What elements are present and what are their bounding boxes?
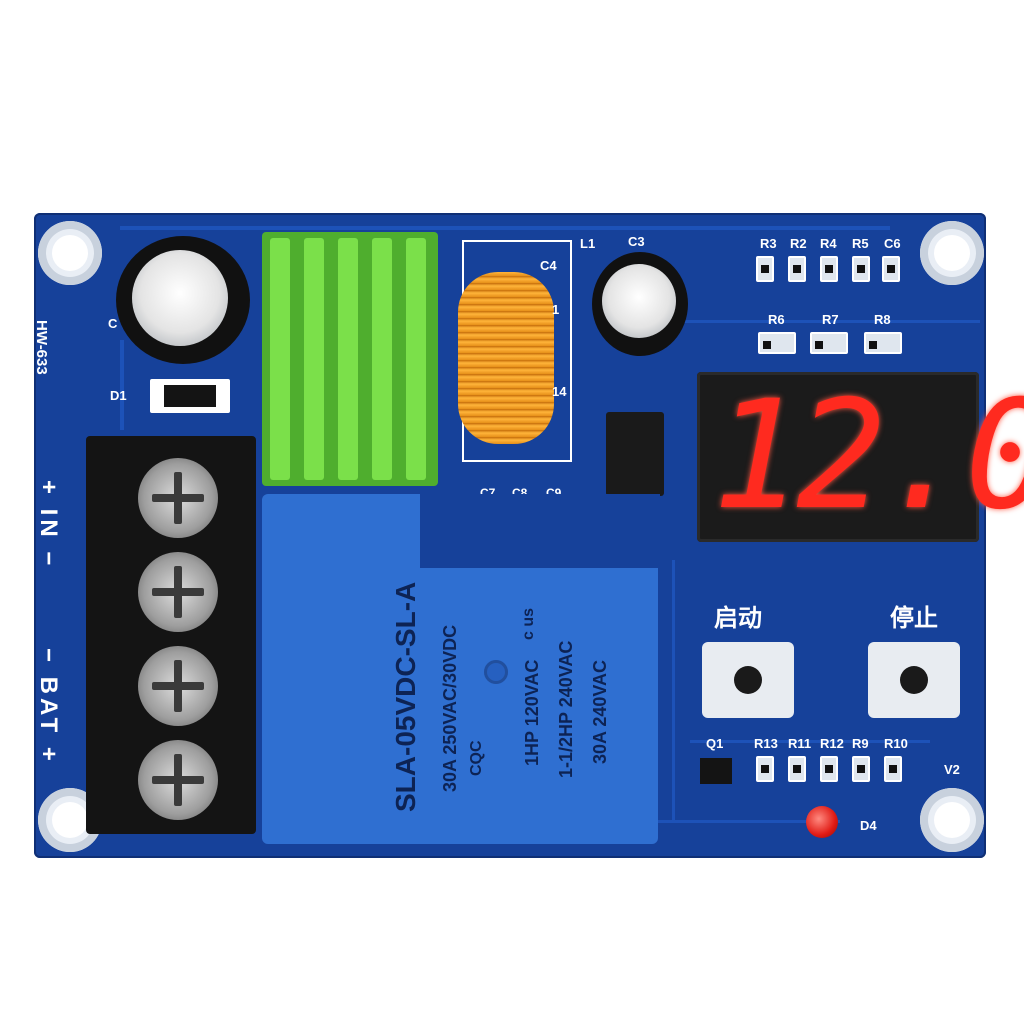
r13-label: R13 (754, 736, 778, 751)
smd-r12 (820, 756, 838, 782)
smd-r8 (864, 332, 902, 354)
terminal-screw[interactable] (138, 552, 218, 632)
electrolytic-capacitor-c3 (592, 252, 688, 356)
relay-line4: 30A 240VAC (590, 659, 610, 764)
c6-label: C6 (884, 236, 901, 251)
bat-terminal-label: − BAT + (35, 648, 62, 765)
trace (120, 226, 890, 230)
smd-r6 (758, 332, 796, 354)
r12-label: R12 (820, 736, 844, 751)
smd-r7 (810, 332, 848, 354)
r7-label: R7 (822, 312, 839, 327)
terminal-screw[interactable] (138, 740, 218, 820)
r3-label: R3 (760, 236, 777, 251)
trace (120, 340, 124, 430)
screw-terminal-block (86, 436, 256, 834)
relay-cert-cqc: CQC (468, 740, 485, 776)
stop-label: 停止 (890, 604, 938, 632)
smd-r10 (884, 756, 902, 782)
relay-model: SLA-05VDC-SL-A (390, 581, 421, 812)
c4-label: C4 (540, 258, 557, 273)
terminal-screw[interactable] (138, 646, 218, 726)
in-terminal-label: + IN − (35, 480, 62, 570)
pin1-label: 1 (552, 302, 560, 317)
ic-chip (606, 412, 664, 496)
d1-label: D1 (110, 388, 127, 403)
smd-r9 (852, 756, 870, 782)
d4-label: D4 (860, 818, 877, 833)
display-value: 12.0 (712, 369, 1024, 543)
model-label: HW-633 (33, 320, 50, 375)
led-d4 (806, 806, 838, 838)
smd-r5 (852, 256, 870, 282)
trace (610, 820, 840, 823)
mounting-hole (38, 221, 102, 285)
start-label: 启动 (714, 604, 762, 632)
heatsink (262, 232, 438, 486)
relay-line3: 1-1/2HP 240VAC (556, 640, 576, 778)
smd-r13 (756, 756, 774, 782)
c3-label: C3 (628, 234, 645, 249)
relay-cert-ul: c us (520, 607, 537, 640)
r11-label: R11 (788, 736, 812, 751)
inductor-coil (458, 272, 554, 444)
smd-c6 (882, 256, 900, 282)
start-button[interactable] (702, 642, 794, 718)
relay-line1: 30A 250VAC/30VDC (440, 624, 460, 792)
smd-r11 (788, 756, 806, 782)
smd-r4 (820, 256, 838, 282)
r9-label: R9 (852, 736, 869, 751)
transistor-q1 (700, 758, 732, 784)
r10-label: R10 (884, 736, 908, 751)
trace (680, 320, 980, 323)
r4-label: R4 (820, 236, 837, 251)
cap-c-label: C (108, 316, 118, 331)
relay-notch (420, 494, 660, 568)
smd-r2 (788, 256, 806, 282)
mounting-hole (920, 788, 984, 852)
l1-label: L1 (580, 236, 596, 251)
r2-label: R2 (790, 236, 807, 251)
electrolytic-capacitor (116, 236, 250, 364)
pin14-label: 14 (552, 384, 567, 399)
q1-label: Q1 (706, 736, 724, 751)
stop-button[interactable] (868, 642, 960, 718)
terminal-screw[interactable] (138, 458, 218, 538)
r6-label: R6 (768, 312, 785, 327)
trace (690, 740, 930, 743)
r8-label: R8 (874, 312, 891, 327)
seven-segment-display (697, 372, 979, 542)
smd-r3 (756, 256, 774, 282)
relay-line2: 1HP 120VAC (522, 659, 542, 766)
r5-label: R5 (852, 236, 869, 251)
relay-mark (484, 660, 508, 684)
v2-label: V2 (944, 762, 960, 777)
mounting-hole (920, 221, 984, 285)
diode-d1 (150, 379, 230, 413)
trace (672, 560, 675, 820)
